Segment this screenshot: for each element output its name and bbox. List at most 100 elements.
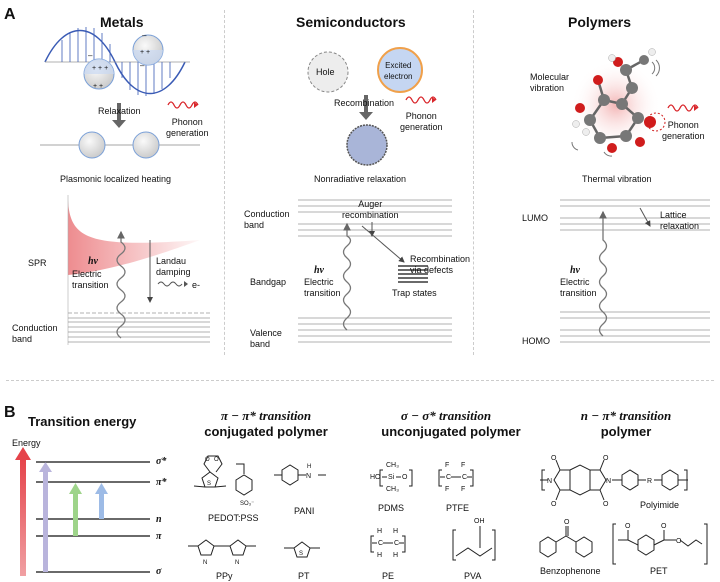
level-sigma-star: σ*: [156, 456, 167, 467]
level-n: n: [156, 514, 162, 525]
svg-text:N: N: [203, 560, 207, 566]
svg-text:CH₃: CH₃: [386, 486, 399, 493]
svg-text:+ +: + +: [93, 83, 103, 90]
svg-text:S: S: [207, 481, 211, 487]
hole-label: Hole: [316, 67, 335, 77]
conjugated-polymer-title: conjugated polymer: [204, 424, 328, 439]
polymers-title: Polymers: [568, 14, 632, 30]
svg-text:SO₃⁻: SO₃⁻: [240, 501, 254, 507]
level-pi: π: [156, 531, 162, 542]
lattice-relaxation-label: Lattice relaxation: [660, 210, 700, 231]
svg-text:N: N: [606, 478, 611, 485]
thermal-vibration-caption: Thermal vibration: [582, 174, 652, 184]
hv-label: hv: [570, 265, 580, 276]
semiconductors-title: Semiconductors: [296, 14, 406, 30]
nonradiative-relaxation-caption: Nonradiative relaxation: [314, 174, 407, 184]
bandgap-label: Bandgap: [250, 277, 287, 287]
excited-electron-label: Excited electron: [384, 61, 413, 81]
svg-text:N: N: [547, 478, 552, 485]
polyimide-label: Polyimide: [640, 500, 680, 510]
auger-label: Auger recombination: [342, 199, 399, 220]
svg-text:O: O: [402, 474, 408, 481]
svg-text:S: S: [299, 551, 303, 557]
excitation-wave: [598, 210, 608, 337]
pva-label: PVA: [464, 571, 482, 581]
svg-text:CH₃: CH₃: [386, 462, 399, 469]
unconjugated-polymer-title: unconjugated polymer: [381, 424, 521, 439]
panel-b-letter: B: [4, 404, 16, 421]
phonon-wave-icon: [667, 104, 699, 112]
pt-label: PT: [298, 571, 310, 581]
pdms-label: PDMS: [378, 503, 405, 513]
recombination-defects-label: Recombination via defects: [410, 254, 471, 275]
svg-text:F: F: [445, 462, 449, 469]
svg-text:O: O: [214, 457, 219, 463]
recombined-particle: [346, 124, 388, 166]
svg-text:O: O: [551, 501, 557, 508]
landau-damping-label: Landau damping: [156, 256, 191, 277]
phonon-generation-label: Phonon generation: [400, 111, 443, 132]
hv-label: hv: [314, 265, 324, 276]
svg-text:HO: HO: [370, 474, 381, 481]
metals-title: Metals: [100, 14, 144, 30]
recombination-label: Recombination: [334, 98, 395, 108]
svg-text:H: H: [377, 528, 382, 535]
svg-text:OH: OH: [474, 518, 485, 525]
transition-energy-title: Transition energy: [28, 414, 137, 429]
energy-label: Energy: [12, 438, 41, 448]
excitation-wave: [342, 222, 352, 331]
svg-text:O: O: [205, 457, 210, 463]
electron-wave: [157, 281, 183, 287]
plasmonic-heating-caption: Plasmonic localized heating: [60, 174, 172, 184]
molecular-vibration-label: Molecular vibration: [530, 72, 570, 93]
svg-text:H: H: [393, 552, 398, 559]
homo-label: HOMO: [522, 336, 550, 346]
polymer-title: polymer: [600, 424, 652, 439]
spr-label: SPR: [28, 258, 47, 268]
pani-label: PANI: [294, 506, 315, 516]
ptfe-label: PTFE: [446, 503, 470, 513]
svg-text:O: O: [625, 523, 631, 530]
svg-text:F: F: [461, 486, 465, 493]
excited-electron: [377, 47, 423, 93]
excitation-wave: [116, 230, 126, 339]
field-wave: [44, 27, 190, 96]
divider: [473, 10, 474, 355]
svg-text:C: C: [462, 474, 467, 481]
phonon-generation-label: Phonon generation: [166, 117, 209, 138]
svg-text:N: N: [306, 473, 311, 480]
conduction-band-label: Conduction band: [12, 323, 58, 344]
trap-states-label: Trap states: [392, 288, 437, 298]
divider: [6, 380, 714, 381]
svg-text:N: N: [235, 560, 239, 566]
svg-text:–: –: [88, 51, 93, 60]
svg-text:O: O: [551, 455, 557, 462]
pet-label: PET: [650, 566, 668, 576]
svg-text:O: O: [564, 519, 570, 526]
sigma-transition-title: σ − σ* transition: [400, 408, 492, 423]
svg-text:O: O: [676, 538, 682, 545]
ppy-label: PPy: [216, 571, 233, 581]
relaxation-label: Relaxation: [98, 106, 141, 116]
n-transition-title: n − π* transition: [580, 408, 672, 423]
pedot-pss-label: PEDOT:PSS: [208, 513, 259, 523]
panel-a-letter: A: [4, 6, 16, 23]
valence-band-label: Valence band: [250, 328, 282, 349]
electric-transition-label: Electric transition: [560, 277, 597, 298]
energy-arrow: [20, 458, 26, 576]
hole: [307, 51, 349, 93]
pi-transition-title: π − π* transition: [220, 408, 312, 423]
phonon-wave-icon: [167, 101, 199, 109]
electric-transition-label: Electric transition: [72, 269, 109, 290]
divider: [224, 10, 225, 355]
particle: [78, 131, 106, 159]
electric-transition-label: Electric transition: [304, 277, 341, 298]
svg-text:C: C: [446, 474, 451, 481]
svg-text:C: C: [378, 540, 383, 547]
phonon-wave-icon: [405, 96, 437, 104]
